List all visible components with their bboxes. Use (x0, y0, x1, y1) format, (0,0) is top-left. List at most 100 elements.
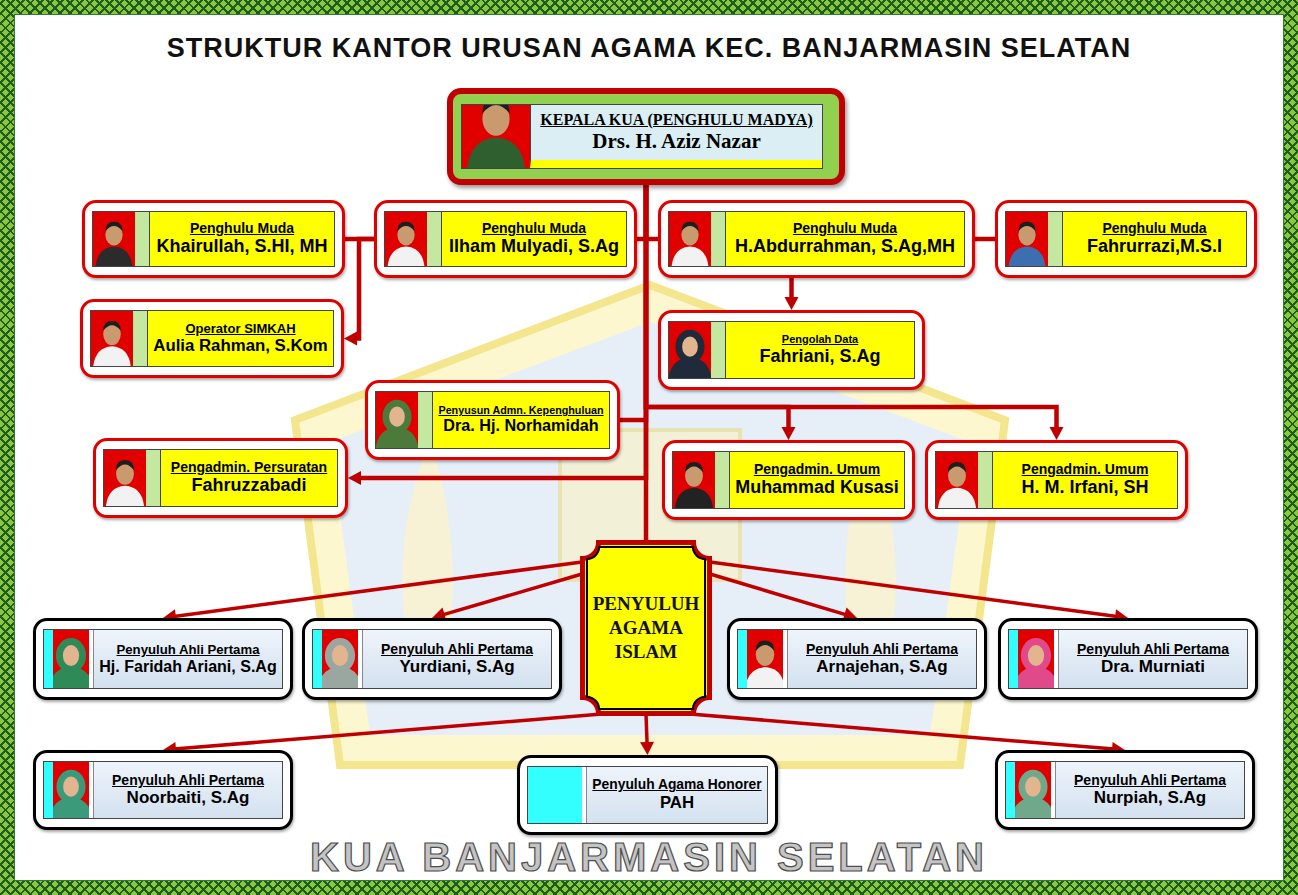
portrait (104, 450, 146, 506)
box-inner: Penghulu MudaKhairullah, S.HI, MH (92, 211, 335, 267)
name-panel: Penghulu MudaKhairullah, S.HI, MH (149, 212, 334, 266)
color-strip (133, 311, 147, 366)
color-strip (44, 762, 53, 818)
portrait-body (106, 486, 144, 506)
role-title: Pengadmin. Umum (1022, 461, 1149, 477)
box-inner: Penyuluh Ahli PertamaNoorbaiti, S.Ag (43, 761, 283, 819)
portrait-hair (948, 462, 966, 472)
photo-frame (673, 452, 715, 508)
portrait-body (672, 247, 709, 266)
counselor-box: Penyuluh Agama HonorerPAH (517, 755, 778, 835)
portrait-hair (116, 460, 134, 470)
portrait (1015, 762, 1051, 818)
portrait-body (93, 346, 130, 366)
color-strip (711, 322, 725, 378)
color-strip (1048, 212, 1062, 266)
staff-box: Penghulu MudaIlham Mulyadi, S.Ag (374, 200, 637, 278)
photo-frame (669, 212, 711, 266)
photo-frame (385, 212, 427, 266)
person-name: Ilham Mulyadi, S.Ag (449, 236, 619, 258)
person-name: Fahriani, S.Ag (759, 346, 880, 368)
portrait-hair (105, 222, 122, 232)
portrait (462, 105, 530, 168)
portrait (385, 212, 427, 266)
portrait-body (938, 488, 976, 508)
photo-frame (462, 105, 530, 168)
box-inner: Penyusun Admn. KepenghuluanDra. Hj. Norh… (375, 391, 610, 449)
role-title: Penyuluh Ahli Pertama (117, 642, 260, 657)
color-strip (1006, 762, 1015, 818)
connector-line (174, 714, 602, 749)
role-title: Penyuluh Ahli Pertama (806, 641, 958, 657)
person-name: Noorbaiti, S.Ag (127, 788, 250, 808)
staff-box: Pengadmin. PersuratanFahruzzabadi (93, 438, 348, 518)
headscarf (56, 770, 85, 804)
connector-line (690, 714, 1114, 749)
photo-frame (537, 767, 582, 823)
person-name: Hj. Faridah Ariani, S.Ag (99, 657, 276, 676)
portrait (669, 212, 711, 266)
arrow-head (348, 471, 361, 485)
name-panel: Operator SIMKAHAulia Rahman, S.Kom (147, 311, 333, 366)
color-strip (427, 212, 441, 266)
arrow-head (1050, 427, 1064, 440)
color-strip (313, 630, 322, 688)
staff-box: Pengolah DataFahriani, S.Ag (658, 310, 925, 390)
badge-inner-line (587, 547, 705, 709)
portrait-body (747, 667, 783, 688)
name-panel: Penyuluh Agama HonorerPAH (586, 767, 767, 823)
staff-box: Pengadmin. UmumH. M. Irfani, SH (925, 440, 1188, 520)
portrait-hair (756, 640, 775, 650)
role-title: Penyuluh Ahli Pertama (1074, 772, 1226, 788)
role-title: Penyuluh Ahli Pertama (112, 772, 264, 788)
photo-frame (669, 322, 711, 378)
watermark-text: KUA BANJARMASIN SELATAN (310, 837, 988, 877)
box-inner: Pengadmin. UmumMuhammad Kusasi (672, 451, 905, 509)
connector (163, 562, 582, 623)
staff-box: Pengadmin. UmumMuhammad Kusasi (662, 440, 915, 520)
arrow-head (640, 742, 654, 755)
person-name: Nurpiah, S.Ag (1094, 788, 1206, 808)
role-title: Penghulu Muda (482, 220, 586, 236)
portrait (376, 392, 418, 448)
portrait-hair (681, 222, 698, 232)
staff-box: Penyusun Admn. KepenghuluanDra. Hj. Norh… (365, 380, 620, 460)
role-title: Penyuluh Agama Honorer (592, 777, 761, 793)
photo-frame (322, 630, 358, 688)
portrait-hair (397, 222, 414, 232)
portrait-face (482, 105, 509, 136)
connector-line (789, 278, 794, 299)
box-inner: Penyuluh Ahli PertamaYurdiani, S.Ag (312, 629, 552, 689)
name-panel: Penyuluh Ahli PertamaNurpiah, S.Ag (1055, 762, 1244, 818)
portrait-hair (103, 321, 121, 331)
arrow-head (785, 297, 799, 310)
photo-frame (1006, 212, 1048, 266)
portrait (936, 452, 978, 508)
box-inner: Pengolah DataFahriani, S.Ag (668, 321, 915, 379)
portrait-face (1025, 777, 1041, 797)
name-panel: Penyusun Admn. KepenghuluanDra. Hj. Norh… (432, 392, 609, 448)
color-strip (711, 212, 725, 266)
role-title: Penghulu Muda (1102, 220, 1206, 236)
person-name: Muhammad Kusasi (735, 477, 898, 499)
box-inner: Penyuluh Ahli PertamaHj. Faridah Ariani,… (43, 629, 283, 689)
color-strip (135, 212, 149, 266)
box-inner: KEPALA KUA (PENGHULU MADYA)Drs. H. Aziz … (461, 104, 823, 169)
role-title: Penyusun Admn. Kepenghuluan (438, 404, 603, 416)
portrait (669, 322, 711, 378)
connector-line (443, 574, 582, 615)
photo-frame (1015, 762, 1051, 818)
photo-frame (53, 762, 89, 818)
connector-line (975, 237, 995, 242)
portrait-body (467, 137, 525, 168)
portrait (1018, 630, 1054, 688)
name-panel: Pengadmin. PersuratanFahruzzabadi (160, 450, 337, 506)
person-name: Aulia Rahman, S.Kom (153, 336, 327, 356)
person-name: Fahruzzabadi (191, 475, 306, 497)
box-inner: Penghulu MudaH.Abdurrahman, S.Ag,MH (668, 211, 965, 267)
person-name: PAH (660, 793, 694, 813)
name-panel: Penghulu MudaIlham Mulyadi, S.Ag (441, 212, 626, 266)
color-strip (1009, 630, 1018, 688)
portrait-body (675, 488, 713, 508)
